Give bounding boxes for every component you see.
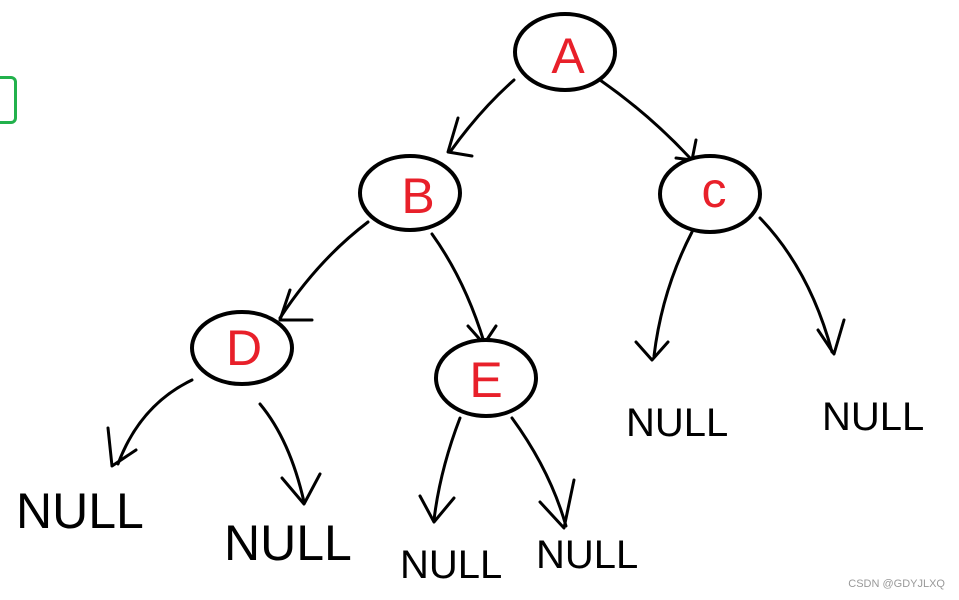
null-label-d-left: NULL	[16, 483, 144, 539]
node-c: c	[658, 154, 762, 234]
null-label-e-right: NULL	[536, 533, 638, 577]
edge-b-e	[430, 232, 486, 344]
node-b: B	[358, 154, 462, 232]
edge-a-c	[598, 78, 692, 160]
edge-a-b-arrowhead	[446, 116, 474, 158]
node-b-label: B	[401, 168, 434, 224]
node-c-label: c	[702, 162, 727, 218]
edge-e-null-right-arrowhead	[538, 478, 576, 530]
edge-c-null-left	[652, 230, 694, 358]
green-edge-marker	[0, 76, 17, 124]
edge-d-null-right-arrowhead	[280, 472, 322, 506]
watermark: CSDN @GDYJLXQ	[848, 578, 945, 590]
edge-b-d	[278, 220, 370, 320]
null-label-d-right: NULL	[224, 515, 352, 571]
node-a-label: A	[551, 28, 585, 84]
null-label-c-left: NULL	[626, 401, 728, 445]
null-label-c-right: NULL	[822, 395, 924, 439]
edge-e-null-left	[432, 416, 462, 522]
edge-b-d-arrowhead	[278, 288, 314, 322]
edge-a-b	[448, 78, 516, 154]
edge-e-null-right	[510, 416, 568, 528]
edge-e-null-left-arrowhead	[418, 494, 456, 524]
null-label-e-left: NULL	[400, 543, 502, 587]
edge-d-null-left	[116, 378, 194, 466]
node-a: A	[513, 12, 617, 92]
node-d-label: D	[226, 320, 262, 376]
edge-c-null-right	[758, 216, 834, 354]
edge-d-null-left-arrowhead	[106, 426, 138, 468]
edge-d-null-right	[258, 402, 306, 504]
edge-c-null-right-arrowhead	[816, 318, 846, 356]
node-d: D	[190, 310, 294, 386]
node-e: E	[434, 338, 538, 418]
edge-c-null-left-arrowhead	[634, 340, 670, 362]
node-e-label: E	[469, 352, 502, 408]
